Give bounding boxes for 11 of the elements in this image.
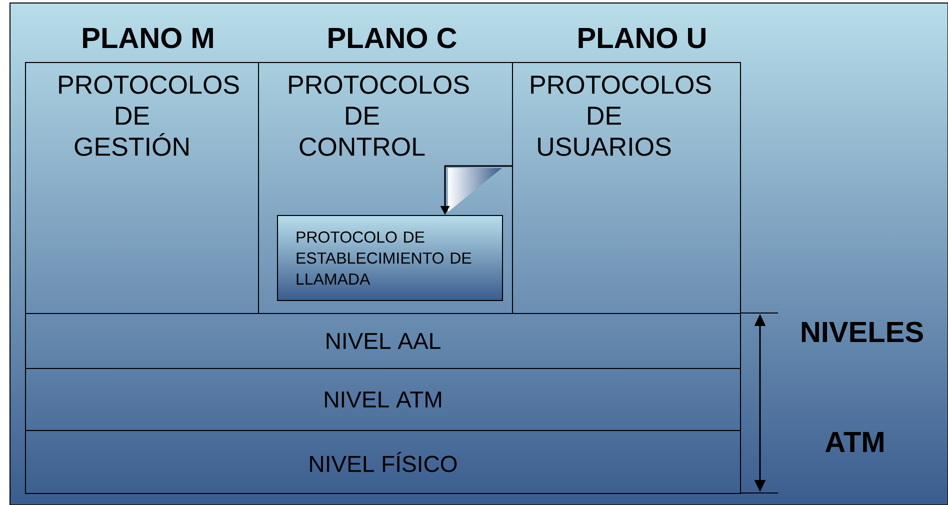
process-box: PROTOCOLO DE ESTABLECIMIENTO DE LLAMADA [277, 215, 503, 301]
side-label: NIVELES [802, 322, 923, 342]
protocol-column: PLANO M PROTOCOLOS DE GESTIÓN [25, 28, 259, 314]
layer-box: NIVEL ATM [25, 368, 741, 431]
protocol-column: PLANO U PROTOCOLOS DE USUARIOS [512, 28, 741, 314]
side-label: ATM [825, 432, 884, 452]
layer-box: NIVEL FÍSICO [25, 430, 741, 494]
node-label: PLANO M [83, 28, 213, 48]
layer-box: NIVEL AAL [25, 313, 741, 369]
node-label: PLANO U [578, 28, 706, 48]
node-label: PLANO C [328, 28, 456, 48]
